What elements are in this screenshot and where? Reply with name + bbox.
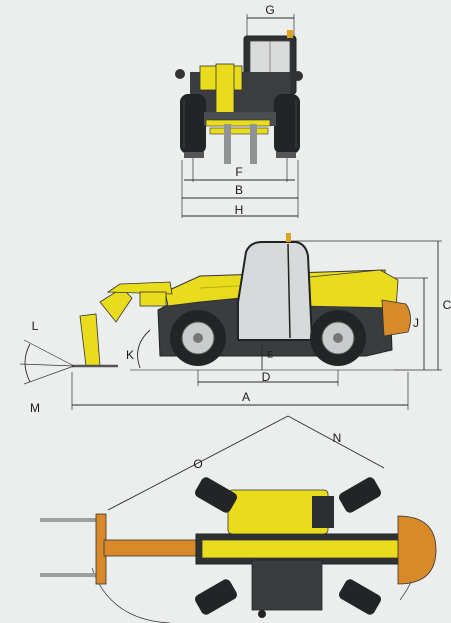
dimension-label-a: A (241, 390, 251, 404)
dimension-label-l: L (31, 319, 39, 333)
dimension-label-d: D (261, 370, 271, 384)
dimension-label-j: J (413, 316, 419, 330)
dimension-label-b: B (234, 183, 244, 197)
dimension-label-c: C (442, 298, 451, 312)
front-view (175, 14, 303, 218)
dimension-label-m: M (30, 401, 40, 415)
dimension-label-n: N (332, 431, 342, 445)
dimension-label-o: O (193, 457, 203, 471)
dimension-label-g: G (265, 3, 275, 17)
dimension-label-h: H (234, 203, 244, 217)
dimension-label-f: F (235, 165, 243, 179)
dimension-label-k: K (125, 348, 135, 362)
side-view (19, 233, 442, 410)
dimension-label-e: E (266, 349, 274, 360)
top-view (40, 415, 437, 623)
